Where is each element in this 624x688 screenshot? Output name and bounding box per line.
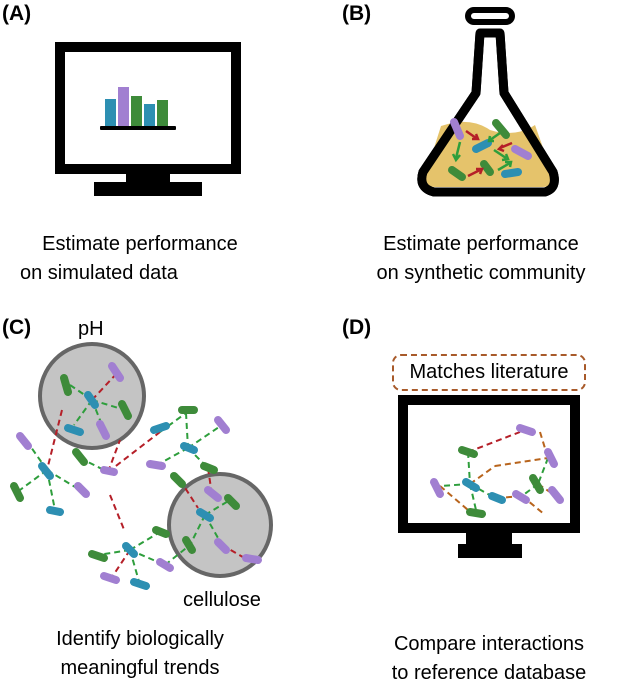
panel-b-label: (B) [342,2,372,25]
microbe-network-icon [430,424,564,518]
matches-literature-callout: Matches literature [392,354,586,391]
panel-b-caption: Estimate performance on synthetic commun… [346,230,616,288]
flask-arrows [451,129,513,178]
monitor-icon [398,395,580,558]
panel-d-caption-line1: Compare interactions [393,633,585,655]
panel-a-caption-line1: Estimate performance [42,233,238,255]
panel-c-caption: Identify biologically meaningful trends [5,625,275,683]
panel-c-caption-line1: Identify biologically [56,628,224,650]
panel-b-caption-line1: Estimate performance [383,233,579,255]
panel-a-label: (A) [2,2,32,25]
panel-a-caption-line2: on simulated data [20,262,178,284]
flask-microbes [448,118,532,181]
bar-chart-icon [100,87,176,130]
microbe-network-icon [10,342,273,590]
panel-c-caption-line2: meaningful trends [60,657,220,679]
panel-d-caption: Compare interactions to reference databa… [355,630,623,688]
panel-c-label: (C) [2,316,32,339]
cellulose-label: cellulose [183,589,261,611]
panel-a-caption: Estimate performance on simulated data [5,230,275,288]
panel-b-caption-line2: on synthetic community [376,262,586,284]
ph-label: pH [78,318,104,340]
panel-d-caption-line2: to reference database [391,662,587,684]
monitor-icon [55,42,241,196]
panel-d-label: (D) [342,316,372,339]
